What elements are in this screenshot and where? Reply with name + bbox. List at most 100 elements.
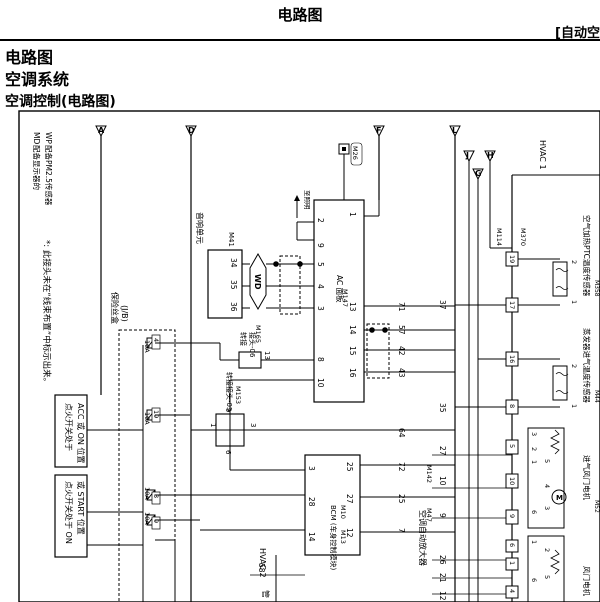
- svg-text:3: 3: [152, 494, 160, 498]
- svg-text:4: 4: [152, 338, 160, 342]
- svg-text:8: 8: [316, 357, 325, 362]
- svg-text:28: 28: [307, 497, 316, 507]
- svg-text:3: 3: [316, 306, 325, 311]
- intake-motor-code: M52: [593, 500, 600, 513]
- left-wire-58: 58: [257, 563, 266, 573]
- fuse-box-code: (J/B): [120, 305, 129, 322]
- svg-text:2: 2: [570, 260, 578, 264]
- svg-text:72: 72: [397, 462, 406, 472]
- pin-box-4: 4: [505, 585, 519, 599]
- svg-text:4: 4: [543, 484, 551, 488]
- svg-text:3: 3: [249, 423, 257, 427]
- audio-pin-35: 35: [229, 280, 238, 290]
- intake-motor-label: 进气风门电机: [582, 455, 592, 500]
- svg-text:13: 13: [348, 302, 357, 312]
- fuse-box-label: 保险丝盒: [110, 292, 120, 324]
- fuse-box-outline: [118, 329, 176, 602]
- svg-text:10A: 10A: [143, 340, 151, 353]
- legend-md-badge: MD: [32, 132, 41, 144]
- audio-unit-code: M41: [227, 232, 235, 247]
- lighting-connector: M26: [338, 142, 363, 200]
- svg-text:6: 6: [530, 578, 538, 582]
- svg-text:J: J: [465, 151, 469, 160]
- evap-sensor-code: M44: [593, 390, 600, 403]
- svg-text:10A: 10A: [143, 512, 151, 525]
- hvac1-label: HVAC 1: [538, 140, 547, 170]
- svg-text:1: 1: [530, 540, 538, 544]
- svg-text:1: 1: [530, 460, 538, 464]
- svg-text:D: D: [188, 126, 195, 135]
- offpage-connector-j: J: [463, 150, 475, 163]
- pin-box-19: 19: [505, 251, 519, 267]
- audio-pin-36: 36: [229, 302, 238, 312]
- svg-text:9: 9: [508, 514, 516, 518]
- svg-text:12: 12: [345, 528, 354, 538]
- joint-06-label2: 接头-06: [248, 332, 257, 358]
- bcm-box: [304, 454, 361, 556]
- pin-box-9: 9: [505, 509, 519, 525]
- diagram-frame: [18, 110, 600, 602]
- ignition-acc-line1: 点火开关处于: [64, 403, 74, 451]
- svg-text:8: 8: [508, 404, 516, 408]
- pin-box-8: 8: [505, 399, 519, 415]
- svg-text:37: 37: [438, 300, 447, 310]
- svg-text:4: 4: [316, 284, 325, 289]
- svg-text:1: 1: [570, 404, 578, 408]
- ac-panel-label: AC 面板: [335, 275, 345, 303]
- svg-text:H: H: [487, 151, 494, 160]
- fuse-10a-4: 10A 4: [143, 334, 161, 353]
- svg-text:3: 3: [307, 466, 316, 471]
- svg-text:7: 7: [397, 528, 406, 533]
- joint-06-label: 转接: [239, 332, 248, 346]
- amplifier-code-m142: M142: [425, 465, 433, 483]
- system-heading: 空调系统: [5, 70, 70, 89]
- svg-text:1: 1: [508, 561, 516, 565]
- legend-md-text: 配备显示器的: [32, 145, 42, 190]
- audio-pin-34: 34: [229, 258, 238, 268]
- pin-box-17: 17: [505, 297, 519, 313]
- svg-text:6: 6: [508, 543, 516, 547]
- mode-motor-box: [527, 535, 565, 602]
- svg-text:15: 15: [348, 346, 357, 356]
- amplifier-label: 空调自动放大器: [418, 510, 428, 566]
- diagram-heading: 空调控制(电路图): [5, 94, 116, 110]
- amplifier-code-m47: M47: [425, 508, 433, 522]
- svg-text:10A: 10A: [143, 487, 151, 500]
- svg-text:10: 10: [316, 378, 325, 388]
- intake-motor-symbol: [551, 489, 567, 505]
- svg-text:2: 2: [570, 364, 578, 368]
- pin-box-1: 1: [505, 557, 519, 571]
- svg-text:2: 2: [543, 548, 551, 552]
- hvac2-label: HVAC 2: [258, 548, 267, 578]
- document-header-section: [自动空: [555, 26, 600, 41]
- svg-text:3: 3: [543, 506, 551, 510]
- svg-text:42: 42: [397, 346, 406, 356]
- svg-text:M26: M26: [351, 146, 359, 160]
- svg-text:5: 5: [543, 459, 551, 463]
- svg-text:3: 3: [530, 432, 538, 436]
- intake-motor-box: [527, 427, 565, 529]
- svg-text:6: 6: [224, 450, 232, 455]
- svg-text:M: M: [556, 494, 563, 502]
- offpage-connector-g: G: [472, 168, 484, 181]
- ignition-start-line1: 点火开关处于 ON: [64, 481, 74, 544]
- bcm-code-m13: M13: [339, 530, 347, 544]
- ptc-sensor-symbol: [552, 261, 568, 297]
- pin-box-6: 6: [505, 539, 519, 553]
- svg-text:16: 16: [508, 355, 516, 363]
- svg-text:10: 10: [438, 476, 447, 486]
- mode-motor-label: 风门电机: [582, 566, 592, 596]
- svg-text:4: 4: [508, 589, 516, 593]
- svg-text:A: A: [98, 126, 105, 135]
- bcm-label: BCM (车身控制模块): [329, 505, 338, 571]
- svg-text:5: 5: [508, 444, 516, 448]
- svg-text:19: 19: [508, 255, 516, 263]
- shield-ac: [366, 323, 390, 379]
- section-heading: 电路图: [5, 48, 54, 67]
- svg-text:5: 5: [316, 262, 325, 267]
- svg-text:57: 57: [397, 325, 406, 335]
- evap-sensor-symbol: [552, 365, 568, 401]
- ignition-acc-line2: ACC 或 ON 位置: [76, 403, 86, 463]
- svg-text:10: 10: [508, 477, 516, 485]
- legend-wp-badge: WP: [44, 132, 53, 144]
